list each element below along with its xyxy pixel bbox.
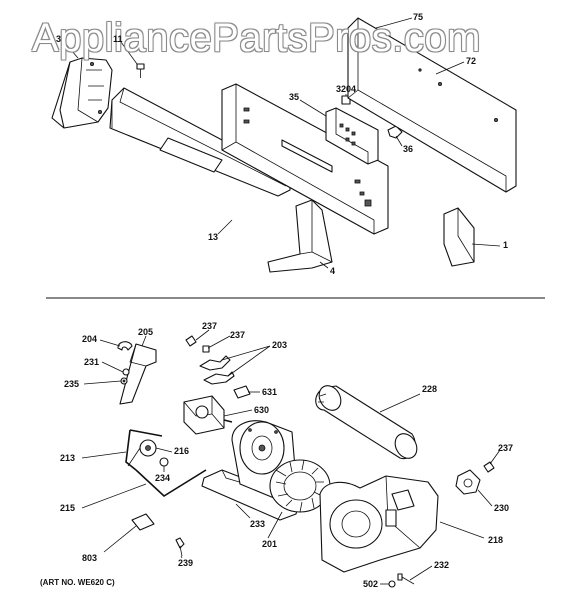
part-803-thermostat xyxy=(131,513,155,531)
callout-203: 203 xyxy=(272,340,288,350)
part-239-screw xyxy=(175,537,185,557)
part-13-control-panel xyxy=(109,87,291,197)
callout-233: 233 xyxy=(250,519,266,529)
watermark-logo: AppliancePartsPros.com xyxy=(32,16,481,60)
callout-1: 1 xyxy=(503,240,509,250)
part-231-screw xyxy=(122,368,130,376)
callout-204: 204 xyxy=(82,334,98,344)
callout-3204: 3204 xyxy=(336,84,357,94)
callout-4: 4 xyxy=(330,266,336,276)
top-leader-lines xyxy=(63,17,501,269)
part-237-screw-b xyxy=(202,345,210,353)
part-215-rod xyxy=(135,469,207,498)
part-234-screw xyxy=(159,457,169,467)
callout-228: 228 xyxy=(422,384,438,394)
callout-215: 215 xyxy=(60,503,76,513)
callout-232: 232 xyxy=(434,560,450,570)
art-number: (ART NO. WE620 C) xyxy=(40,578,115,587)
callout-237-a: 237 xyxy=(202,321,218,331)
callout-630: 630 xyxy=(254,405,270,415)
part-4-end-cap xyxy=(267,199,333,273)
callout-35: 35 xyxy=(289,92,300,102)
part-11-screw xyxy=(136,63,145,78)
callout-13: 13 xyxy=(208,232,219,242)
callout-205: 205 xyxy=(138,327,154,337)
part-203-clips xyxy=(199,355,235,385)
part-35-pcb xyxy=(325,107,379,165)
callout-213: 213 xyxy=(60,453,76,463)
part-235-nut xyxy=(120,377,128,385)
callout-502: 502 xyxy=(363,579,379,589)
part-232-screw xyxy=(397,573,415,585)
part-502-screw xyxy=(388,580,396,588)
callout-36: 36 xyxy=(403,144,414,154)
bottom-leader-lines xyxy=(81,329,501,585)
part-237-screw-c xyxy=(483,461,495,473)
callout-234: 234 xyxy=(155,473,171,483)
part-36-connector xyxy=(387,125,403,139)
part-228-drum xyxy=(315,385,418,460)
part-205-bracket xyxy=(119,343,157,405)
part-control-frame xyxy=(221,83,389,235)
callout-3: 3 xyxy=(56,34,62,44)
callout-230: 230 xyxy=(494,503,510,513)
part-204-clip xyxy=(117,341,133,351)
part-631-switch xyxy=(233,385,251,399)
callout-75: 75 xyxy=(413,12,424,22)
callout-803: 803 xyxy=(82,553,98,563)
callout-631: 631 xyxy=(262,387,278,397)
part-630-motor xyxy=(183,395,233,435)
callout-201: 201 xyxy=(262,539,278,549)
callout-11: 11 xyxy=(113,34,123,44)
callout-216: 216 xyxy=(174,446,190,456)
part-3-end-cap xyxy=(51,57,113,129)
part-213-belt xyxy=(125,429,163,471)
part-1-label xyxy=(443,207,475,267)
callout-218: 218 xyxy=(488,535,504,545)
part-237-screw-a xyxy=(185,335,197,347)
callout-235: 235 xyxy=(64,379,80,389)
part-216-pulley xyxy=(127,439,157,467)
callout-231: 231 xyxy=(84,357,100,367)
callout-237-b: 237 xyxy=(230,330,246,340)
callout-72: 72 xyxy=(466,56,477,66)
callout-239: 239 xyxy=(178,558,194,568)
part-230-bracket xyxy=(455,469,481,495)
callout-237-c: 237 xyxy=(498,443,514,453)
part-72-rear-panel xyxy=(347,17,517,193)
part-218-housing xyxy=(319,475,439,573)
